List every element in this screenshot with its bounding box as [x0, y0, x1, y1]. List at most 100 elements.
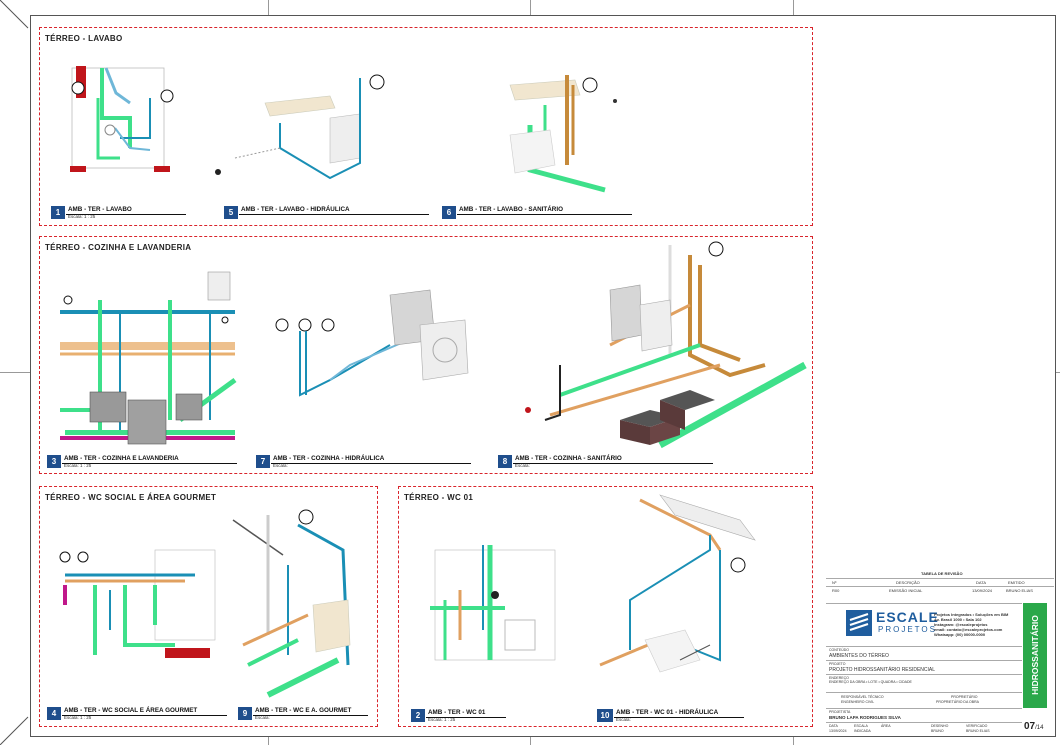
frame-tick — [793, 737, 794, 745]
frame-tick — [530, 737, 531, 745]
divider — [826, 692, 1022, 693]
view-underline — [62, 715, 227, 716]
view-number: 5 — [224, 206, 238, 219]
revision-cell: 13/09/2024 — [972, 588, 993, 593]
field-label: CONTEÚDO — [829, 648, 850, 652]
plan-cozinha — [60, 271, 237, 445]
discipline-label: HIDROSSANITÁRIO — [1030, 615, 1040, 695]
revision-table: TABELA DE REVISÃO Nº DESCRIÇÃO DATA EMIT… — [826, 569, 1054, 599]
footer-label: ÁREA — [881, 724, 891, 728]
iso-lavabo-hidraulica — [215, 74, 385, 180]
revision-header: EMITIDO — [1008, 580, 1025, 585]
view-title: AMB - TER - WC E A. GOURMET — [255, 707, 352, 714]
field-label: PROJETISTA — [829, 710, 851, 714]
iso-cozinha-hidraulica — [275, 289, 469, 397]
divider — [826, 660, 1022, 661]
frame-tick — [0, 372, 30, 373]
title-block: ESCALE PROJETOS Projetos Integrados • So… — [826, 603, 1022, 736]
panel-lavabo — [39, 27, 813, 226]
project-value: PROJETO HIDROSSANITÁRIO RESIDENCIAL — [829, 667, 936, 673]
view-number: 2 — [411, 709, 425, 722]
view-scale: Escala: 1 : 25 — [428, 717, 456, 722]
frame-tick — [1056, 372, 1060, 373]
footer-value: BRUNO ELIAS — [966, 729, 990, 733]
revision-header: DATA — [976, 580, 987, 585]
panel-title: TÉRREO - WC 01 — [404, 493, 474, 502]
view-title: AMB - TER - WC SOCIAL E ÁREA GOURMET — [64, 707, 198, 714]
frame-tick — [530, 0, 531, 15]
footer-value: INDICADA — [854, 729, 871, 733]
iso-cozinha-sanitario — [525, 241, 807, 449]
view-title: AMB - TER - COZINHA - HIDRÁULICA — [273, 455, 385, 462]
frame-tick — [268, 737, 269, 745]
field-label: PROPRIETÁRIO — [951, 695, 978, 699]
frame-tick — [793, 0, 794, 15]
footer-value: 13/09/2024 — [829, 729, 847, 733]
field-label: PROJETO — [829, 662, 846, 666]
view-number: 6 — [442, 206, 456, 219]
view-scale: Escala: — [273, 463, 288, 468]
revision-cell: BRUNO ELIAS — [1006, 588, 1033, 593]
divider — [826, 646, 1022, 647]
view-underline — [457, 214, 632, 215]
view-underline — [253, 715, 368, 716]
company-name: ESCALE — [876, 609, 939, 625]
revision-title: TABELA DE REVISÃO — [921, 571, 963, 576]
view-number: 7 — [256, 455, 270, 468]
owner-value: PROPRIETÁRIO DA OBRA — [936, 700, 979, 704]
divider — [826, 708, 1022, 709]
view-underline — [66, 214, 186, 215]
company-logo-icon — [846, 610, 872, 636]
sheet-total: /14 — [1035, 725, 1044, 731]
footer-label: DESENHO — [931, 724, 949, 728]
iso-lavabo-sanitario — [509, 75, 617, 193]
view-number: 1 — [51, 206, 65, 219]
iso-wc01-hidraulica — [599, 494, 756, 673]
view-number: 3 — [47, 455, 61, 468]
view-scale: Escala: 1 : 25 — [68, 214, 96, 219]
panel-wc-social — [39, 486, 378, 727]
discipline-band: HIDROSSANITÁRIO — [1023, 603, 1047, 708]
author-value: BRUNO LAPA RODRIGUES SILVA — [829, 715, 901, 720]
view-underline — [271, 463, 471, 464]
contact-line: Instagram: @escaleprojetos — [934, 622, 988, 627]
view-number: 10 — [597, 709, 613, 722]
sheet-number: 07/14 — [1024, 716, 1043, 734]
divider — [826, 578, 1054, 579]
sheet-frame — [30, 15, 1056, 737]
view-title: AMB - TER - WC 01 - HIDRÁULICA — [616, 709, 719, 716]
revision-header: DESCRIÇÃO — [896, 580, 920, 585]
revision-header: Nº — [832, 580, 837, 585]
view-scale: Escala: — [616, 717, 631, 722]
revision-cell: R00 — [832, 588, 840, 593]
company-subtitle: PROJETOS — [878, 625, 937, 634]
footer-label: DATA — [829, 724, 838, 728]
divider — [826, 586, 1054, 587]
view-title: AMB - TER - LAVABO — [68, 206, 132, 213]
footer-label: ESCALA — [854, 724, 868, 728]
view-title: AMB - TER - COZINHA - SANITÁRIO — [515, 455, 622, 462]
tech-value: ENGENHEIRO CIVIL — [841, 700, 875, 704]
divider — [826, 674, 1022, 675]
view-number: 8 — [498, 455, 512, 468]
revision-cell: EMISSÃO INICIAL — [889, 588, 923, 593]
panel-title: TÉRREO - WC SOCIAL E ÁREA GOURMET — [45, 493, 217, 502]
view-title: AMB - TER - COZINHA E LAVANDERIA — [64, 455, 179, 462]
view-title: AMB - TER - LAVABO - SANITÁRIO — [459, 206, 564, 213]
sheet-num-value: 07 — [1024, 721, 1036, 732]
contact-line: Av. Brasil 1000 • Sala 102 — [934, 617, 982, 622]
frame-tick — [268, 0, 269, 15]
address-value: ENDEREÇO DA OBRA • LOTE • QUADRA • CIDAD… — [829, 680, 912, 684]
plan-wc-social — [59, 549, 216, 658]
panel-wc01 — [398, 486, 813, 727]
footer-value: BRUNO — [931, 729, 944, 733]
contact-line: Projetos Integrados • Soluções em BIM — [934, 612, 1009, 617]
view-underline — [513, 463, 713, 464]
view-title: AMB - TER - LAVABO - HIDRÁULICA — [241, 206, 350, 213]
panel-title: TÉRREO - LAVABO — [45, 34, 123, 43]
plan-lavabo — [70, 66, 174, 172]
view-underline — [426, 717, 506, 718]
view-number: 9 — [238, 707, 252, 720]
view-title: AMB - TER - WC 01 — [428, 709, 486, 716]
corner-mark — [0, 0, 29, 29]
